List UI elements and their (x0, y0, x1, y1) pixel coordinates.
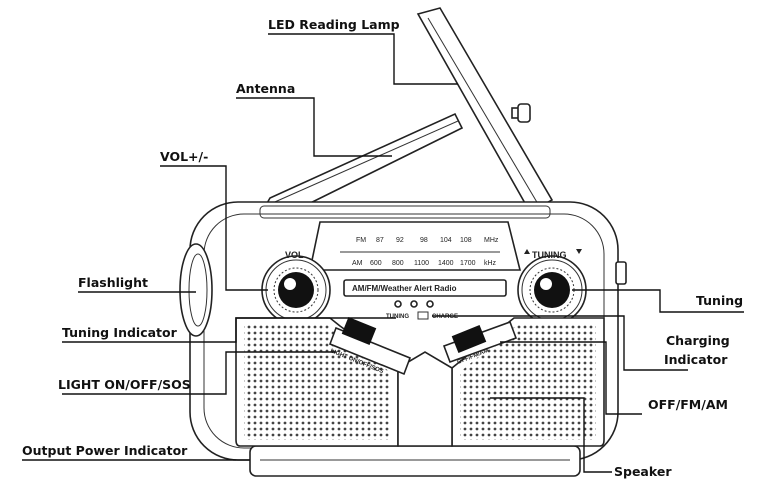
tuning-knob: TUNING (517, 249, 587, 325)
tuning-label: TUNING (532, 250, 567, 260)
lamp-knob-cap (517, 103, 531, 123)
band-label-strip: AM/FM/Weather Alert Radio (343, 279, 507, 297)
am-freq: 1700 (460, 260, 476, 267)
volume-knob-cap (278, 272, 314, 308)
fm-freq: 108 (460, 237, 472, 244)
callout-labels: LED Reading Lamp Antenna VOL+/- Flashlig… (22, 17, 743, 479)
tuning-knob-cap (534, 272, 570, 308)
callout-speaker: Speaker (614, 464, 672, 479)
fm-band-label: FM (356, 237, 366, 244)
fm-freq: 87 (376, 237, 384, 244)
charge-led-label: CHARGE (432, 314, 458, 320)
callout-tuning-indicator: Tuning Indicator (62, 325, 178, 340)
callout-flashlight: Flashlight (78, 275, 148, 290)
am-freq: 600 (370, 260, 382, 267)
am-freq: 1100 (414, 260, 429, 267)
charge-led (426, 300, 434, 308)
callout-led-reading-lamp: LED Reading Lamp (268, 17, 400, 32)
speaker-right (451, 317, 605, 447)
callout-tuning: Tuning (696, 293, 743, 308)
callout-charging-line2: Indicator (664, 352, 728, 367)
am-unit: kHz (484, 260, 497, 267)
indicator-leds: TUNING CHARGE (386, 300, 458, 320)
tuning-led-label: TUNING (386, 314, 409, 320)
am-band-label: AM (352, 260, 363, 267)
frequency-dial: FM 87 92 98 104 108 MHz AM 600 800 1100 … (309, 221, 522, 271)
light-switch-slider (341, 317, 377, 345)
am-freq: 1400 (438, 260, 454, 267)
center-panel (397, 351, 453, 447)
led-reading-lamp (416, 7, 554, 214)
callout-output-power-indicator: Output Power Indicator (22, 443, 188, 458)
callout-vol: VOL+/- (160, 149, 208, 164)
light-switch: LIGHT ON/OFF/SOS (328, 317, 412, 375)
vol-label: VOL (285, 250, 304, 260)
am-freq: 800 (392, 260, 404, 267)
leader-lines (22, 33, 744, 473)
callout-light-switch: LIGHT ON/OFF/SOS (58, 377, 191, 392)
flashlight-lens (179, 243, 213, 337)
callout-antenna: Antenna (236, 81, 295, 96)
fm-unit: MHz (484, 237, 499, 244)
radio-base (249, 445, 581, 477)
dial-window (309, 221, 522, 271)
fm-freq: 104 (440, 237, 452, 244)
flashlight (179, 243, 213, 337)
tuning-led (394, 300, 402, 308)
callout-charging-line1: Charging (666, 333, 730, 348)
band-switch-slider (451, 325, 487, 353)
side-port (615, 261, 627, 285)
band-label: AM/FM/Weather Alert Radio (352, 284, 457, 293)
fm-freq: 92 (396, 237, 404, 244)
callout-off-fm-am: OFF/FM/AM (648, 397, 728, 412)
fm-freq: 98 (420, 237, 428, 244)
